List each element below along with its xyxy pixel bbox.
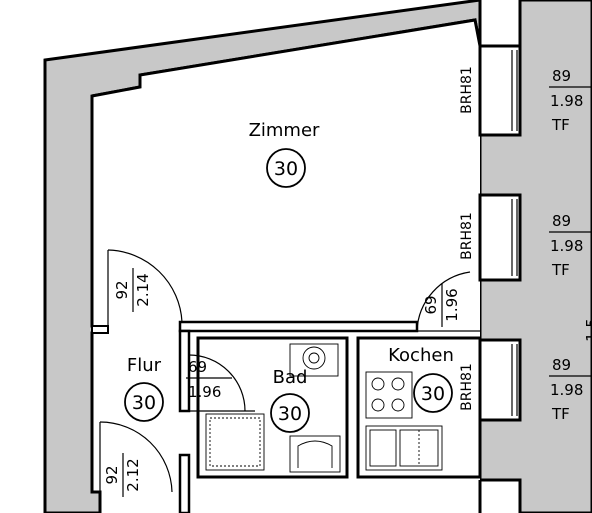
window-3-type: TF — [551, 405, 570, 423]
bad-sink — [289, 343, 339, 377]
kochen-door-width: 69 — [422, 295, 440, 314]
bad-number: 30 — [278, 403, 302, 425]
kochen-label: Kochen — [388, 345, 454, 366]
kochen-door-swing — [416, 271, 480, 332]
edge-dimension-label: 1.5 — [583, 318, 592, 342]
window-1-brh: BRH81 — [459, 66, 475, 114]
window-pocket-1 — [478, 44, 522, 137]
west-inner-wall — [90, 96, 102, 513]
zimmer-number: 30 — [274, 158, 298, 180]
zimmer-door-dimension: 92 2.14 — [113, 268, 152, 312]
window-2-dimension: 89 1.98 TF — [549, 212, 592, 279]
window-2-type: TF — [551, 261, 570, 279]
flur-door-height: 2.12 — [124, 458, 142, 491]
flur-number-circle: 30 — [124, 382, 164, 422]
flur-number: 30 — [132, 392, 156, 414]
window-3-height: 1.98 — [550, 381, 583, 399]
partition-walls — [91, 320, 482, 513]
bad-toilet — [289, 435, 341, 473]
flur-label: Flur — [127, 355, 162, 376]
kochen-door-dimension: 69 1.96 — [422, 283, 461, 327]
window-2-brh: BRH81 — [459, 212, 475, 260]
window-pocket-3 — [478, 338, 522, 422]
flur-door-swing — [99, 421, 173, 493]
bad-label: Bad — [273, 367, 308, 388]
window-2-width: 89 — [552, 212, 571, 230]
window-3-brh: BRH81 — [459, 363, 475, 411]
bad-door-swing — [188, 354, 255, 412]
zimmer-number-circle: 30 — [266, 148, 306, 188]
bad-door-height: 1.96 — [188, 383, 221, 401]
zimmer-floor — [92, 20, 480, 513]
window-1-width: 89 — [552, 67, 571, 85]
zimmer-label: Zimmer — [249, 120, 320, 141]
zimmer-door-width: 92 — [113, 280, 131, 299]
bad-door-width: 69 — [188, 358, 207, 376]
kochen-counter — [365, 425, 443, 471]
window-glass — [511, 50, 518, 416]
window-3-dimension: 89 1.98 TF — [549, 356, 592, 423]
flur-door-dimension: 92 2.12 — [103, 453, 142, 497]
window-1-height: 1.98 — [550, 92, 583, 110]
window-3-width: 89 — [552, 356, 571, 374]
window-1-dimension: 89 1.98 TF — [549, 67, 592, 134]
kochen-door-height: 1.96 — [443, 288, 461, 321]
kochen-number-circle: 30 — [413, 373, 453, 413]
window-2-height: 1.98 — [550, 237, 583, 255]
zimmer-door-swing — [107, 249, 183, 326]
bad-number-circle: 30 — [270, 393, 310, 433]
window-1-type: TF — [551, 116, 570, 134]
flur-door-width: 92 — [103, 465, 121, 484]
kochen-stove — [365, 371, 413, 419]
bad-door-dimension: 69 1.96 — [186, 358, 232, 401]
kochen-number: 30 — [421, 383, 445, 405]
bad-shower — [205, 413, 265, 471]
zimmer-door-height: 2.14 — [134, 273, 152, 306]
window-pocket-2 — [478, 193, 522, 282]
